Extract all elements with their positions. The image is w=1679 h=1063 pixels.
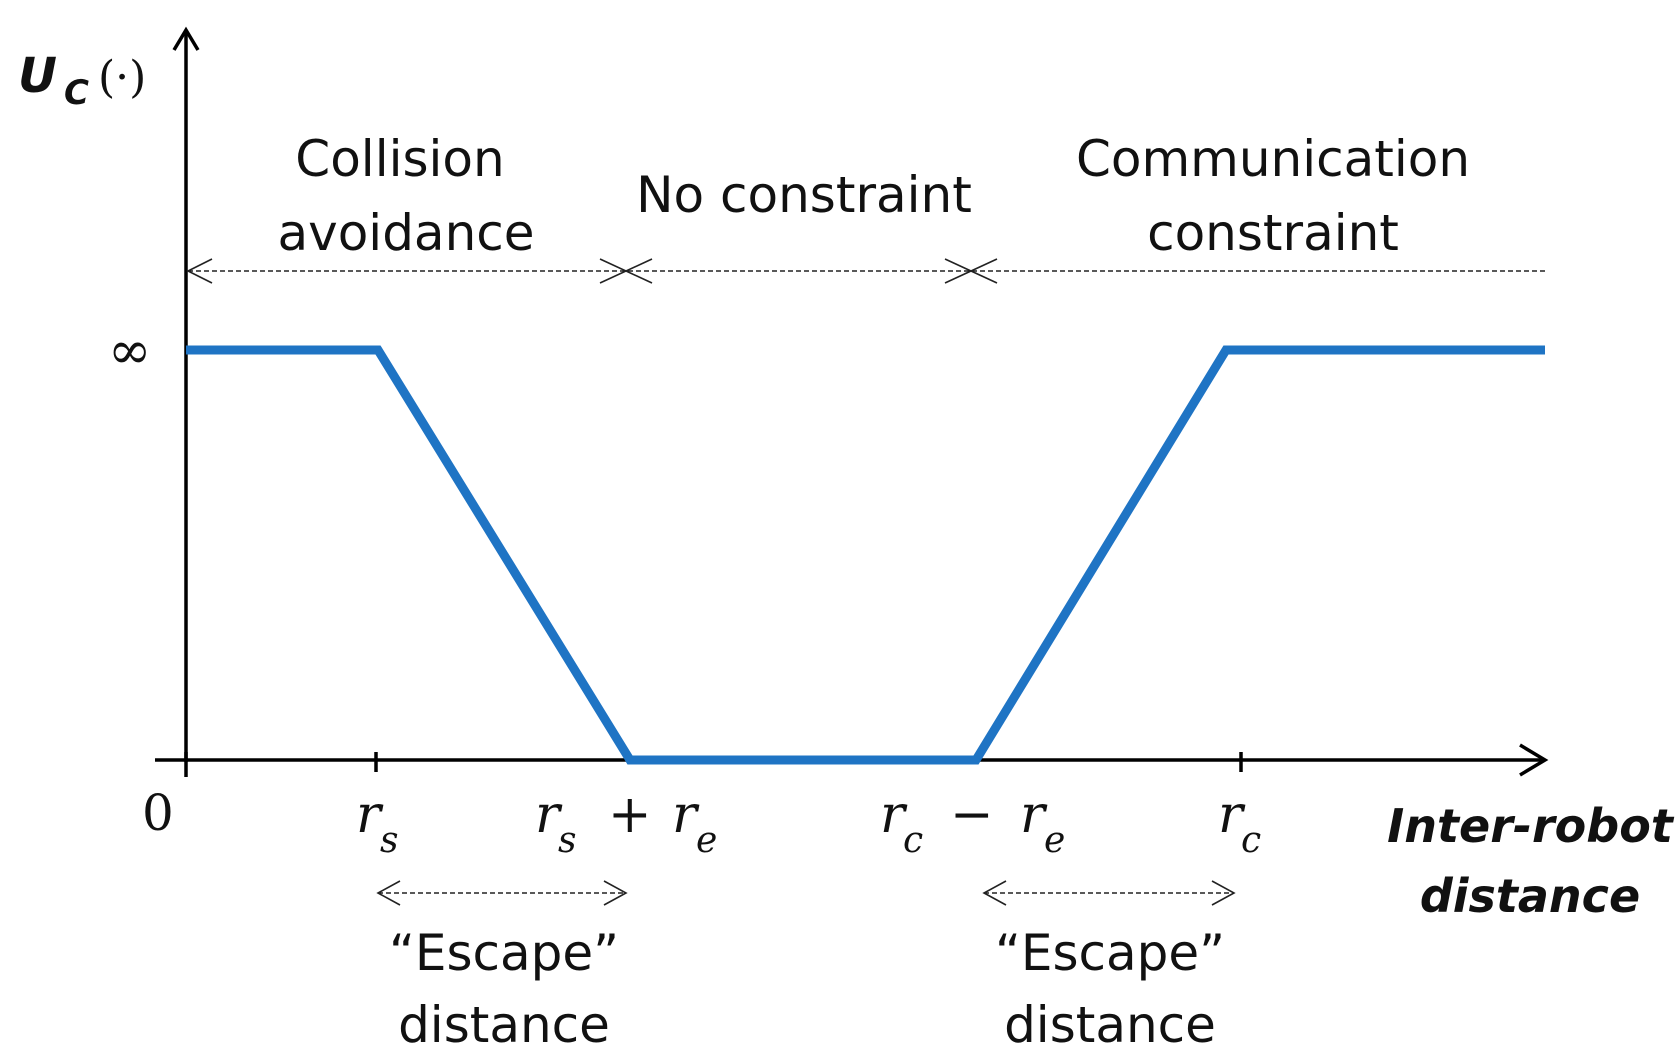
- x-axis-arrowhead: [1519, 743, 1549, 777]
- escape-right-arrowhead-start: [982, 880, 1007, 906]
- origin-label: 0: [142, 784, 174, 842]
- region-collision-line2: avoidance: [277, 204, 534, 262]
- escape-right-line1: “Escape”: [995, 924, 1225, 982]
- potential-curve: [186, 345, 1545, 765]
- infinity-label: ∞: [108, 321, 151, 381]
- tick-label-rs-plus-re: r s + r e: [535, 785, 717, 861]
- region-boundary-marker-1: [599, 258, 653, 284]
- region-boundary-marker-2: [944, 258, 998, 284]
- x-axis-label-line2: distance: [1420, 869, 1640, 923]
- escape-left-arrowhead-end: [603, 880, 628, 906]
- x-axis-label-line1: Inter-robot: [1387, 799, 1675, 853]
- y-axis-arrowhead: [172, 26, 200, 51]
- escape-right-arrowhead-end: [1211, 880, 1236, 906]
- region-collision-line1: Collision: [295, 130, 504, 188]
- y-axis-label: U C (·): [18, 48, 146, 113]
- tick-label-rs: r s: [356, 785, 398, 861]
- escape-left-line2: distance: [398, 996, 610, 1054]
- tick-label-rc-minus-re: r c − r e: [880, 785, 1065, 861]
- region-arrow-left-end: [186, 258, 213, 284]
- region-communication-line2: constraint: [1147, 204, 1399, 262]
- escape-left-line1: “Escape”: [389, 924, 619, 982]
- region-none-line1: No constraint: [636, 166, 972, 224]
- escape-left-arrowhead-start: [376, 880, 401, 906]
- region-communication-line1: Communication: [1076, 130, 1470, 188]
- tick-label-rc: r c: [1218, 785, 1261, 861]
- escape-right-line2: distance: [1004, 996, 1216, 1054]
